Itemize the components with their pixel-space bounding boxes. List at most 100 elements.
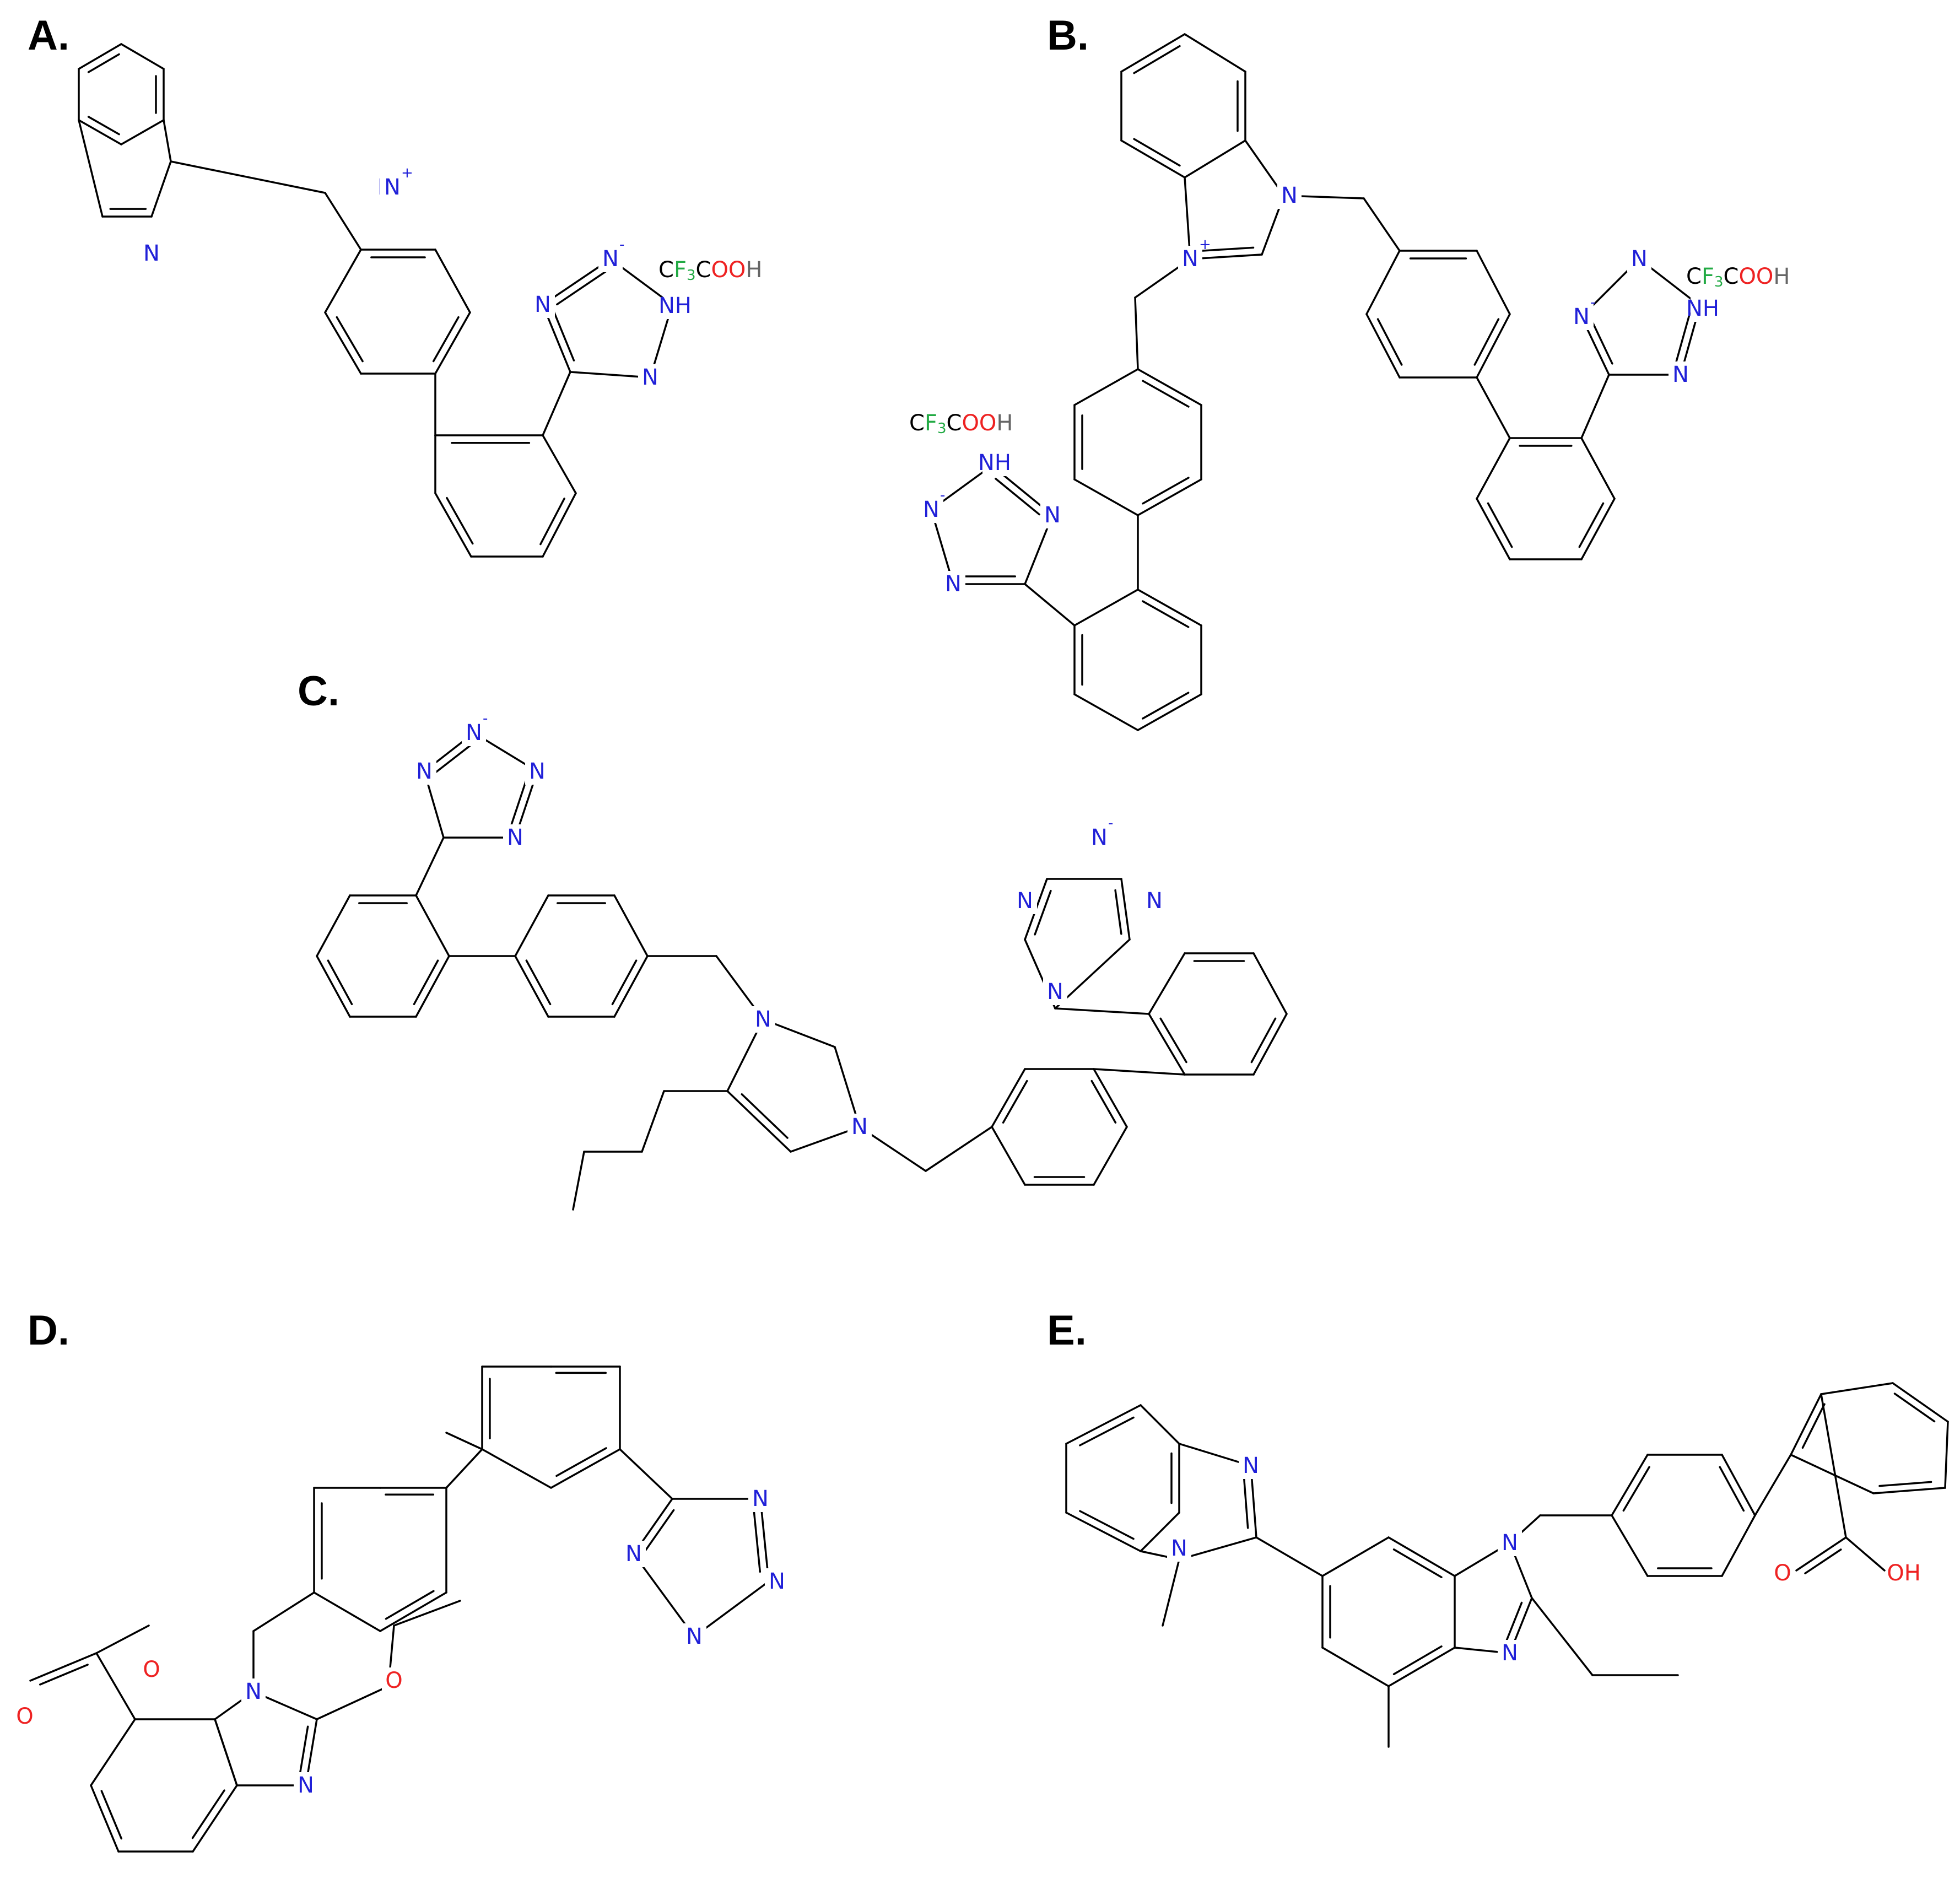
negative-charge: -	[1590, 294, 1595, 311]
tetrazole-c-right	[1120, 878, 1131, 941]
biphenyl-ring-a-bottom	[434, 492, 472, 558]
methyl-bond-e	[1162, 1558, 1180, 1627]
atom-label-background	[525, 758, 549, 785]
biphenyl-ring-b-left-bottom	[1137, 589, 1202, 627]
nitrogen-label-b: N	[945, 571, 962, 597]
atom-label-background	[139, 1656, 164, 1683]
positive-charge: +	[401, 165, 413, 181]
tetrazole-a	[569, 371, 651, 379]
biphenyl-ring-c-left-outer	[413, 959, 439, 1006]
atom-label-background	[638, 364, 662, 391]
atom-label-background	[1669, 361, 1693, 388]
biphenyl-ring-d-lower	[385, 1590, 435, 1620]
panel-label-a: A.	[28, 12, 69, 59]
biaryl-bond-d-link	[445, 1448, 483, 1489]
benzimidazole-benzene-d	[100, 1790, 123, 1840]
tetrazole-d	[759, 1498, 770, 1583]
benzimidazole-benzene-b	[1133, 138, 1181, 167]
biphenyl-ring-e-outer	[1893, 1392, 1936, 1423]
benzimidazole-benzene-e-right	[1321, 1536, 1390, 1577]
tetrazole-a	[556, 270, 607, 306]
butyl-chain-c	[572, 1151, 585, 1211]
biphenyl-ring-c-left-inner	[613, 894, 649, 957]
nitrogen-label-c: N	[1146, 888, 1163, 914]
nitrogen-label-b: N	[1281, 183, 1298, 208]
panel-label-b: B.	[1047, 12, 1089, 59]
tetrazole-c-right	[1114, 889, 1122, 935]
tetrazole-c-left	[510, 777, 528, 827]
nitrogen-label-d: N	[686, 1624, 703, 1649]
benzimidazole-imidazole-d	[299, 1725, 309, 1775]
biphenyl-ring-e-outer	[1892, 1382, 1949, 1423]
reagent-label-b-right: CF3COOH	[1686, 264, 1790, 290]
benzimidazole-benzene-a	[78, 43, 122, 70]
biphenyl-ring-c-right-inner	[991, 1068, 1026, 1128]
methylene-bond-a	[324, 192, 362, 251]
imidazole-bond-b	[1184, 176, 1191, 260]
biphenyl-ring-e-outer	[1790, 1393, 1822, 1456]
panel-label-e: E.	[1047, 1307, 1087, 1354]
atom-label-background	[1040, 502, 1065, 528]
biphenyl-ring-b-left-top	[1137, 478, 1202, 516]
reagent-label-a: CF3COOH	[658, 257, 762, 284]
nitrogen-label-a: N	[602, 246, 619, 272]
tetrazole-c-right	[1054, 938, 1131, 1010]
nitrogen-label-b: N	[1044, 503, 1061, 528]
nitrogen-label-b: N	[1631, 246, 1648, 272]
nitrogen-label-b: N	[1573, 304, 1590, 330]
panel-label-c: C.	[298, 668, 339, 715]
tetrazole-d	[753, 1511, 762, 1573]
tetrazole-b-right	[1675, 312, 1691, 364]
benzimidazole-benzene-b	[1184, 139, 1246, 179]
imidazole-bond-b	[1201, 246, 1255, 252]
benzimidazole-benzene-e-right	[1387, 1536, 1456, 1577]
atom-label-background	[982, 450, 1007, 476]
atom-label-background	[1770, 1560, 1795, 1586]
biphenyl-ring-c-right-outer	[1252, 1013, 1288, 1076]
benzimidazole-benzene-d	[191, 1789, 225, 1839]
nitrogen-label-d: N	[625, 1541, 642, 1567]
biphenyl-ring-c-left-inner	[514, 955, 549, 1018]
atom-label-background	[663, 293, 687, 319]
nitrogen-label-c: N	[466, 720, 482, 746]
benzimidazole-benzene-e-left	[1065, 1512, 1142, 1552]
biphenyl-ring-a-top	[324, 249, 362, 314]
atom-label-background	[1277, 182, 1302, 209]
benzimidazole-benzene-a	[87, 116, 120, 136]
tetrazole-d	[645, 1509, 675, 1551]
nitrogen-label-e: N	[1502, 1640, 1518, 1666]
benzimidazole-benzene-b	[1184, 33, 1246, 73]
biphenyl-ring-c-left-outer	[316, 894, 351, 957]
negative-charge: -	[940, 487, 945, 504]
biphenyl-ring-e-outer	[1801, 1403, 1826, 1449]
nitrogen-h-label-b: NH	[1686, 296, 1719, 321]
biphenyl-ring-b-right-top	[1476, 250, 1511, 315]
nitrogen-label-a: N	[534, 292, 551, 317]
benzimidazole-benzene-d	[90, 1718, 136, 1786]
biphenyl-ring-b-left-top	[1137, 368, 1202, 406]
nitrogen-label-e: N	[1502, 1530, 1518, 1556]
benzimidazole-benzene-a	[120, 119, 165, 145]
tetrazole-link-b-left	[1024, 583, 1076, 627]
imidazoline-ring-c	[726, 1090, 792, 1153]
biphenyl-ring-a-bottom	[542, 492, 577, 558]
biphenyl-ring-d-middle	[555, 1447, 607, 1477]
atom-label-background	[1498, 1640, 1522, 1666]
nitrogen-label-b: N	[1672, 362, 1689, 387]
biphenyl-ring-c-right-inner	[1093, 1068, 1128, 1128]
atom-label-background	[682, 1623, 706, 1650]
atom-label-background	[1691, 295, 1715, 322]
biphenyl-ring-b-right-bottom	[1487, 502, 1513, 548]
biphenyl-ring-a-top	[324, 311, 362, 375]
benzimidazole-benzene-e-left	[1140, 1404, 1180, 1445]
nitrogen-label-c: N	[416, 759, 433, 784]
negative-charge: -	[483, 710, 488, 727]
biphenyl-ring-b-left-bottom	[1073, 589, 1139, 627]
hydroxyl-label-e: OH	[1887, 1561, 1921, 1586]
biphenyl-ring-a-top	[434, 311, 471, 375]
carboxyl-bond-e	[1845, 1536, 1886, 1572]
biphenyl-ring-c-right-inner	[1002, 1079, 1028, 1124]
tetrazole-c-right	[1034, 889, 1052, 936]
atom-label-background	[919, 496, 943, 523]
biphenyl-ring-e-inner	[1719, 1466, 1745, 1512]
